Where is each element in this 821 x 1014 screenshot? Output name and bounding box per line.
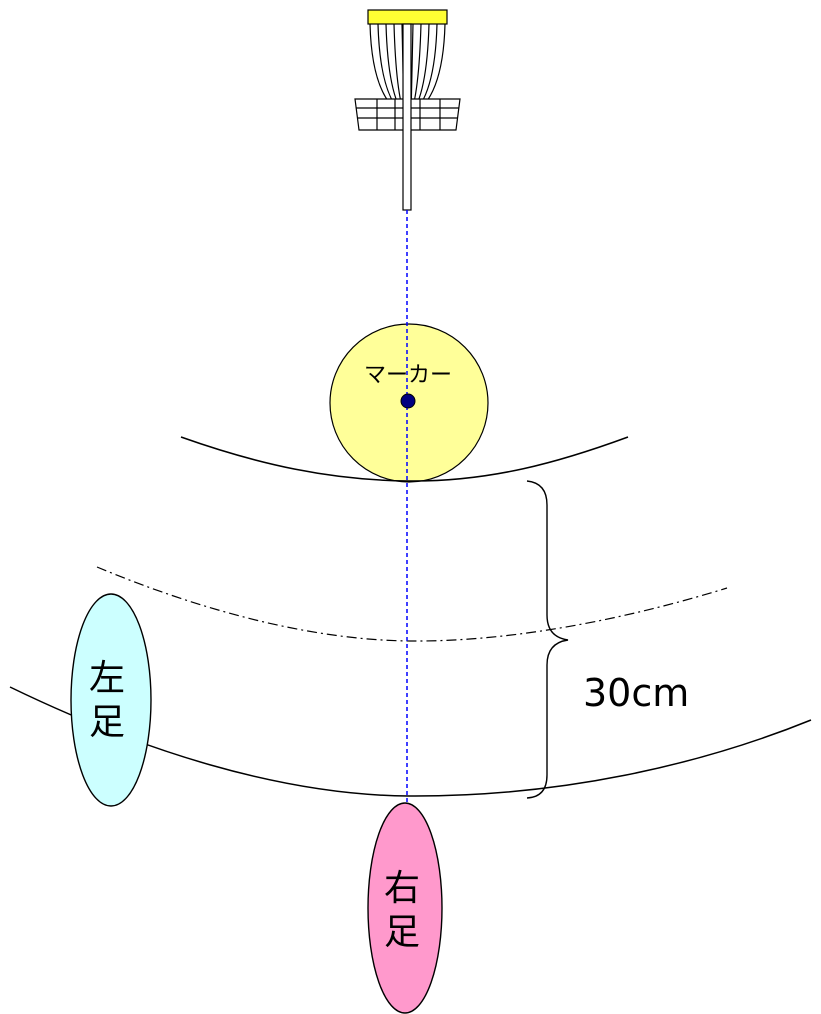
- right-foot-char-1: 右: [384, 868, 420, 909]
- marker-label: マーカー: [364, 363, 452, 388]
- left-foot-char-2: 足: [89, 702, 125, 743]
- disc-golf-basket-icon: [354, 9, 461, 211]
- left-foot-char-1: 左: [89, 658, 125, 699]
- basket-pole: [402, 23, 412, 211]
- left-foot: [70, 593, 152, 807]
- distance-brace: [526, 480, 569, 799]
- middle-dashdot-line: [96, 566, 728, 642]
- marker-front-line: [180, 436, 629, 482]
- basket-rim: [367, 9, 448, 25]
- right-foot-char-2: 足: [384, 912, 420, 953]
- right-foot: [367, 802, 443, 1014]
- marker-center-dot: [400, 393, 416, 409]
- distance-label: 30cm: [583, 671, 689, 715]
